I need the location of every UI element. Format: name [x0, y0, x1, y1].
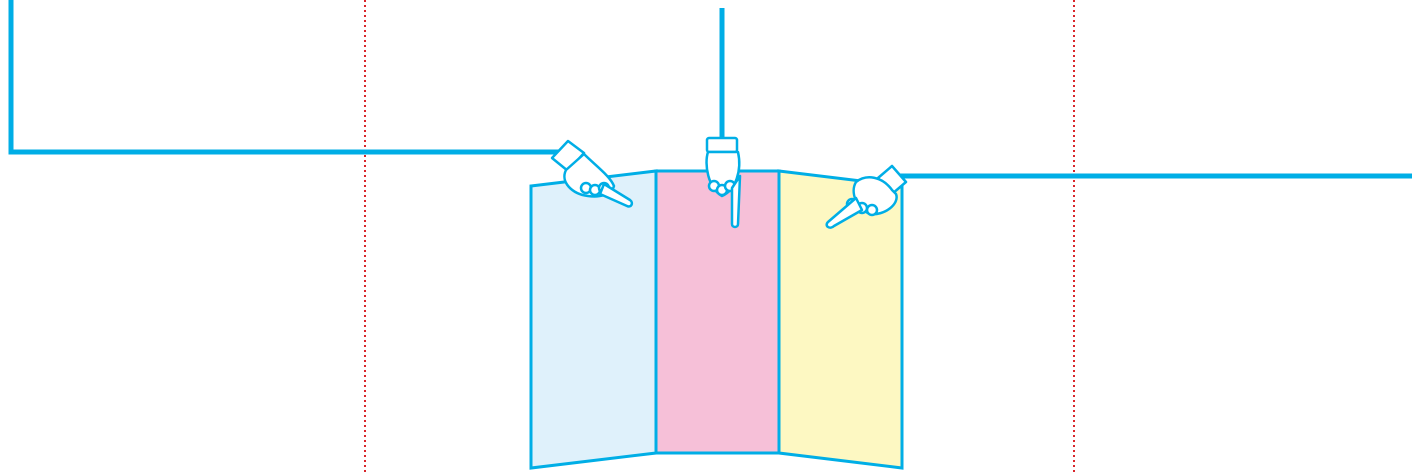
center-panel: [656, 171, 779, 453]
left-panel: [531, 171, 656, 468]
connector-line-left: [11, 0, 560, 152]
